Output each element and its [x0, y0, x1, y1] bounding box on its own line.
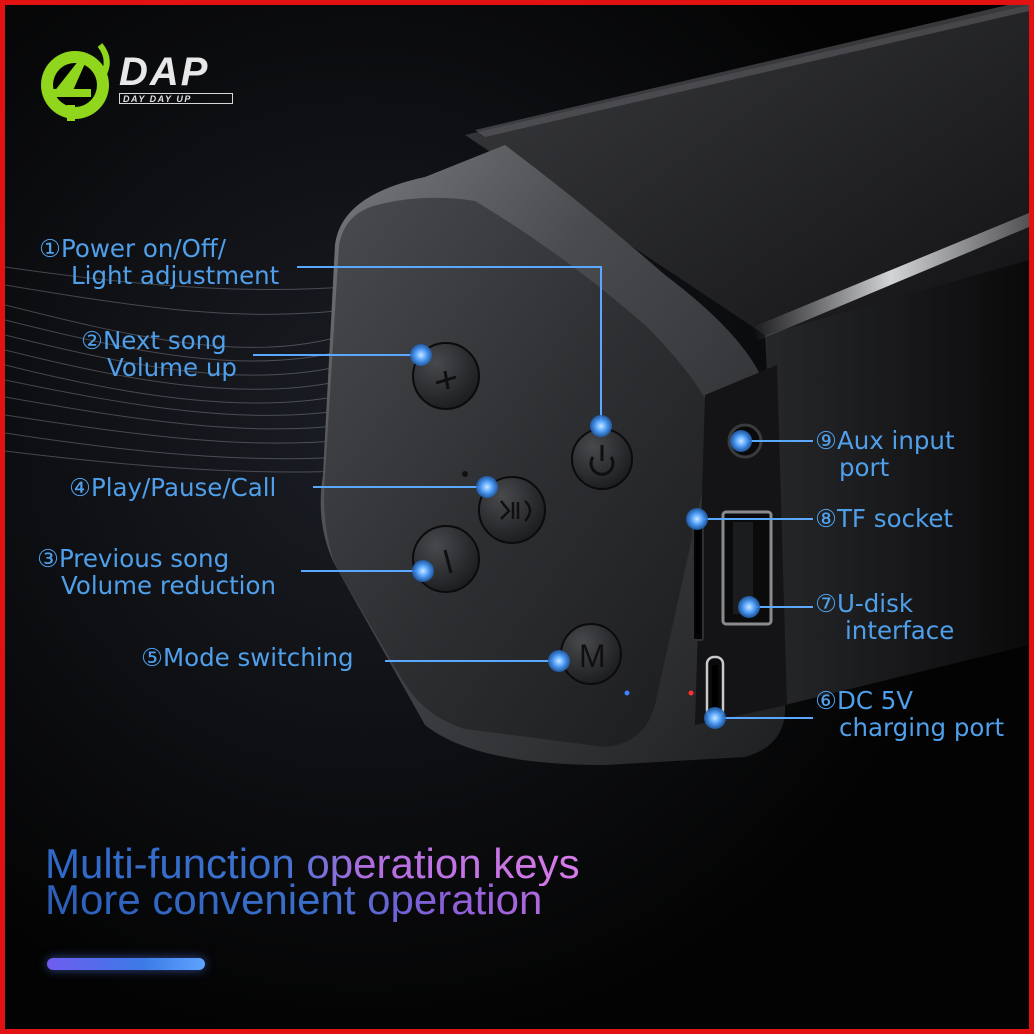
callout-usb: ⑦U-disk interface — [815, 590, 954, 644]
callout-play-line1: ④Play/Pause/Call — [69, 473, 277, 502]
logo-name: DAP — [119, 50, 210, 94]
power-icon — [589, 445, 615, 476]
callout-tf: ⑧TF socket — [815, 505, 953, 532]
indicator-dot — [462, 471, 468, 477]
callout-dc-line1: ⑥DC 5V — [815, 686, 914, 715]
callout-dot-power — [590, 415, 612, 437]
callout-prev-line1: ③Previous song — [37, 544, 230, 573]
callout-line-power — [297, 266, 602, 426]
speaker-scene: M — [5, 5, 1029, 1029]
callout-mode: ⑤Mode switching — [141, 644, 354, 671]
callout-dot-usb — [738, 596, 760, 618]
speaker-end-face — [324, 197, 717, 748]
callout-power-line2: Light adjustment — [71, 261, 280, 290]
callout-lines — [253, 266, 813, 719]
callout-next: ②Next song Volume up — [81, 327, 237, 381]
minus-button[interactable] — [412, 525, 480, 593]
callout-dot-prev — [412, 560, 434, 582]
play-pause-call-icon — [500, 500, 532, 522]
callout-dots — [410, 344, 760, 729]
callout-next-line1: ②Next song — [81, 326, 227, 355]
callout-usb-line2: interface — [845, 616, 955, 645]
callout-mode-line1: ⑤Mode switching — [141, 643, 354, 672]
micro-usb-icon — [712, 665, 718, 709]
callout-dot-dc — [704, 707, 726, 729]
background-swoosh-lines — [5, 266, 346, 473]
callout-prev-line2: Volume reduction — [61, 571, 276, 600]
callout-power: ①Power on/Off/ Light adjustment — [39, 235, 279, 289]
usb-port-icon — [733, 522, 753, 614]
power-button[interactable] — [571, 428, 633, 490]
callout-dot-next — [410, 344, 432, 366]
callout-aux: ⑨Aux input port — [815, 427, 955, 481]
callout-usb-line1: ⑦U-disk — [815, 589, 914, 618]
callout-tf-line1: ⑧TF socket — [815, 504, 954, 533]
u-disk-port[interactable] — [721, 510, 773, 626]
plus-icon — [435, 370, 457, 390]
callout-dc-line2: charging port — [839, 713, 1005, 742]
callout-dot-tf — [686, 508, 708, 530]
accent-bar — [47, 958, 205, 970]
headline-line1: Multi-function operation keys — [45, 840, 580, 887]
callout-dc: ⑥DC 5V charging port — [815, 687, 1004, 741]
callout-dot-mode — [548, 650, 570, 672]
status-led-red — [688, 690, 694, 696]
callout-power-line1: ①Power on/Off/ — [39, 234, 227, 263]
dap-logo-mark — [41, 43, 110, 121]
callout-aux-line2: port — [839, 453, 890, 482]
callout-prev: ③Previous song Volume reduction — [37, 545, 276, 599]
callout-dot-play — [476, 476, 498, 498]
callout-play: ④Play/Pause/Call — [69, 474, 276, 501]
callout-next-line2: Volume up — [107, 353, 237, 382]
speaker-body — [465, 5, 1029, 705]
status-led-blue — [624, 690, 630, 696]
tf-card-slot-icon — [696, 528, 700, 634]
callout-aux-line1: ⑨Aux input — [815, 426, 955, 455]
mode-button[interactable]: M — [560, 623, 622, 685]
minus-icon — [443, 549, 453, 574]
headline-line2: More convenient operation — [45, 876, 543, 923]
logo-tagline: DAY DAY UP — [119, 93, 233, 104]
m-icon: M — [579, 638, 606, 674]
callout-dot-aux — [730, 430, 752, 452]
